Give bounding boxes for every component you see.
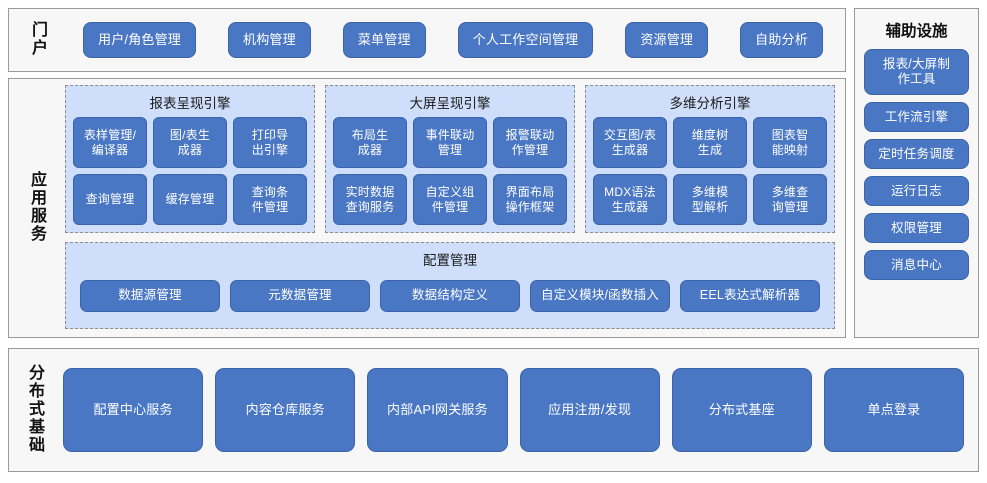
- dist-item-distributed-base[interactable]: 分布式基座: [671, 368, 812, 452]
- dist-item-internal-api-gateway-service[interactable]: 内部API网关服务: [367, 368, 508, 452]
- engine-report-item-template-manager-compiler[interactable]: 表样管理/ 编译器: [73, 117, 147, 168]
- engine-dashboard-rendering: 大屏呈现引擎 布局生 成器 事件联动 管理 报警联动 作管理 实时数据 查询服务…: [325, 85, 575, 233]
- aux-item-runtime-log[interactable]: 运行日志: [864, 176, 969, 206]
- engine-dashboard-item-alarm-linkage-action-management[interactable]: 报警联动 作管理: [493, 117, 567, 168]
- engine-dashboard-item-custom-component-management[interactable]: 自定义组 件管理: [413, 174, 487, 225]
- engine-report-rendering-title: 报表呈现引擎: [149, 96, 231, 111]
- distributed-infrastructure-section: 分 布 式 基 础 配置中心服务 内容仓库服务 内部API网关服务 应用注册/发…: [8, 348, 979, 472]
- engine-report-rendering-grid: 表样管理/ 编译器 图/表生 成器 打印导 出引擎 查询管理 缓存管理 查询条 …: [73, 117, 307, 225]
- engine-dashboard-rendering-title: 大屏呈现引擎: [409, 96, 491, 111]
- portal-item-menu-management[interactable]: 菜单管理: [342, 22, 426, 58]
- engine-report-item-chart-table-generator[interactable]: 图/表生 成器: [153, 117, 227, 168]
- portal-item-self-service-analysis[interactable]: 自助分析: [740, 22, 823, 58]
- application-services-label: 应 用 服 务: [30, 172, 47, 243]
- engine-dashboard-item-ui-layout-operation-framework[interactable]: 界面布局 操作框架: [493, 174, 567, 225]
- config-item-custom-module-function-insertion[interactable]: 自定义模块/函数插入: [530, 279, 670, 312]
- engine-multidimensional-analysis: 多维分析引擎 交互图/表 生成器 维度树 生成 图表智 能映射 MDX语法 生成…: [585, 85, 835, 233]
- engine-group-row: 报表呈现引擎 表样管理/ 编译器 图/表生 成器 打印导 出引擎 查询管理 缓存…: [65, 85, 835, 233]
- engine-dashboard-rendering-grid: 布局生 成器 事件联动 管理 报警联动 作管理 实时数据 查询服务 自定义组 件…: [333, 117, 567, 225]
- engine-olap-item-mdx-syntax-generator[interactable]: MDX语法 生成器: [593, 174, 667, 225]
- engine-olap-item-multidimensional-model-parsing[interactable]: 多维模 型解析: [673, 174, 747, 225]
- portal-button-group: 用户/角色管理 机构管理 菜单管理 个人工作空间管理 资源管理 自助分析: [67, 22, 845, 58]
- portal-section-label: 门 户: [31, 22, 48, 57]
- application-services-section: 应 用 服 务 报表呈现引擎 表样管理/ 编译器 图/表生 成器 打印导 出引擎…: [8, 78, 846, 338]
- dist-item-content-repository-service[interactable]: 内容仓库服务: [215, 368, 356, 452]
- dist-item-app-registration-discovery[interactable]: 应用注册/发现: [519, 368, 660, 452]
- aux-item-report-dashboard-builder[interactable]: 报表/大屏制 作工具: [864, 49, 969, 95]
- config-item-eel-expression-parser[interactable]: EEL表达式解析器: [680, 279, 820, 312]
- dist-item-config-center-service[interactable]: 配置中心服务: [63, 368, 204, 452]
- engine-multidimensional-analysis-grid: 交互图/表 生成器 维度树 生成 图表智 能映射 MDX语法 生成器 多维模 型…: [593, 117, 827, 225]
- configuration-management-title: 配置管理: [423, 253, 477, 268]
- portal-section: 门 户 用户/角色管理 机构管理 菜单管理 个人工作空间管理 资源管理 自助分析: [8, 8, 846, 72]
- engine-report-rendering: 报表呈现引擎 表样管理/ 编译器 图/表生 成器 打印导 出引擎 查询管理 缓存…: [65, 85, 315, 233]
- engine-dashboard-item-realtime-data-query-service[interactable]: 实时数据 查询服务: [333, 174, 407, 225]
- config-item-data-structure-definition[interactable]: 数据结构定义: [380, 279, 520, 312]
- portal-item-org-management[interactable]: 机构管理: [228, 22, 311, 58]
- auxiliary-facilities-title: 辅助设施: [885, 23, 948, 40]
- aux-item-workflow-engine[interactable]: 工作流引擎: [864, 102, 969, 132]
- config-item-metadata-management[interactable]: 元数据管理: [230, 279, 370, 312]
- dist-item-single-sign-on[interactable]: 单点登录: [823, 368, 965, 452]
- application-services-body: 报表呈现引擎 表样管理/ 编译器 图/表生 成器 打印导 出引擎 查询管理 缓存…: [61, 79, 845, 337]
- distributed-infrastructure-button-group: 配置中心服务 内容仓库服务 内部API网关服务 应用注册/发现 分布式基座 单点…: [57, 349, 978, 471]
- portal-item-resource-management[interactable]: 资源管理: [625, 22, 709, 58]
- engine-multidimensional-analysis-title: 多维分析引擎: [669, 96, 751, 111]
- portal-item-personal-workspace-management[interactable]: 个人工作空间管理: [457, 22, 594, 58]
- engine-olap-item-chart-smart-mapping[interactable]: 图表智 能映射: [753, 117, 827, 168]
- aux-item-scheduled-task-scheduler[interactable]: 定时任务调度: [864, 139, 969, 169]
- engine-dashboard-item-layout-generator[interactable]: 布局生 成器: [333, 117, 407, 168]
- engine-olap-item-dimension-tree-generation[interactable]: 维度树 生成: [673, 117, 747, 168]
- aux-item-permission-management[interactable]: 权限管理: [864, 213, 969, 243]
- config-item-datasource-management[interactable]: 数据源管理: [80, 279, 220, 312]
- aux-item-message-center[interactable]: 消息中心: [864, 250, 969, 280]
- engine-report-item-cache-management[interactable]: 缓存管理: [153, 174, 227, 225]
- engine-dashboard-item-event-linkage-management[interactable]: 事件联动 管理: [413, 117, 487, 168]
- configuration-management-group: 配置管理 数据源管理 元数据管理 数据结构定义 自定义模块/函数插入 EEL表达…: [65, 242, 835, 329]
- distributed-infrastructure-label: 分 布 式 基 础: [28, 365, 45, 454]
- engine-olap-item-interactive-chart-table-generator[interactable]: 交互图/表 生成器: [593, 117, 667, 168]
- engine-olap-item-multidimensional-query-management[interactable]: 多维查 询管理: [753, 174, 827, 225]
- portal-item-user-role-management[interactable]: 用户/角色管理: [83, 22, 197, 58]
- engine-report-item-query-management[interactable]: 查询管理: [73, 174, 147, 225]
- auxiliary-facilities-section: 辅助设施 报表/大屏制 作工具 工作流引擎 定时任务调度 运行日志 权限管理 消…: [854, 8, 979, 338]
- engine-report-item-query-condition-management[interactable]: 查询条 件管理: [233, 174, 307, 225]
- engine-report-item-print-export-engine[interactable]: 打印导 出引擎: [233, 117, 307, 168]
- configuration-management-buttons: 数据源管理 元数据管理 数据结构定义 自定义模块/函数插入 EEL表达式解析器: [76, 275, 824, 320]
